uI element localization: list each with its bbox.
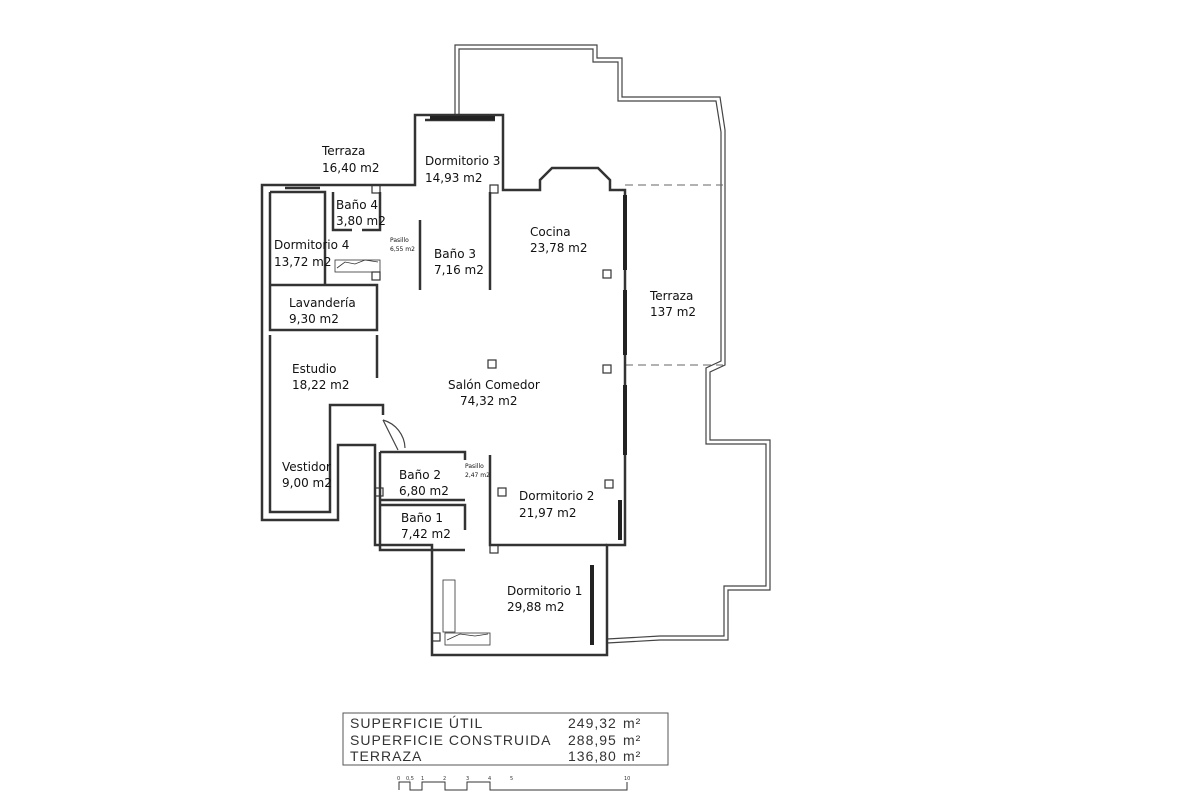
room-name: Dormitorio 4 bbox=[274, 238, 349, 252]
summary-value: 288,95 bbox=[568, 732, 617, 748]
room-area: 9,30 m2 bbox=[289, 312, 339, 326]
room-area: 14,93 m2 bbox=[425, 171, 483, 185]
scale-tick: 3 bbox=[466, 776, 469, 782]
room-name: Cocina bbox=[530, 225, 571, 239]
room-name: Pasillo bbox=[465, 463, 484, 470]
room-labels: Terraza 16,40 m2 Dormitorio 3 14,93 m2 B… bbox=[274, 144, 696, 614]
room-area: 137 m2 bbox=[650, 305, 696, 319]
summary-value: 136,80 bbox=[568, 748, 617, 764]
windows bbox=[430, 116, 627, 645]
room-name: Estudio bbox=[292, 362, 336, 376]
scale-tick: 0 bbox=[397, 776, 400, 782]
room-area: 29,88 m2 bbox=[507, 600, 565, 614]
room-name: Lavandería bbox=[289, 296, 356, 310]
room-name: Pasillo bbox=[390, 237, 409, 244]
summary-unit: m² bbox=[623, 732, 641, 748]
terrace-outline-inner bbox=[458, 48, 767, 640]
room-name: Salón Comedor bbox=[448, 378, 540, 392]
room-area: 18,22 m2 bbox=[292, 378, 350, 392]
scale-tick: 0,5 bbox=[406, 776, 414, 782]
door-swing bbox=[382, 419, 406, 451]
walls bbox=[260, 113, 627, 657]
room-area: 21,97 m2 bbox=[519, 506, 577, 520]
summary-value: 249,32 bbox=[568, 715, 617, 731]
scale-tick: 10 bbox=[624, 776, 630, 782]
room-area: 7,42 m2 bbox=[401, 527, 451, 541]
room-area: 13,72 m2 bbox=[274, 255, 332, 269]
room-name: Terraza bbox=[649, 289, 693, 303]
room-name: Vestidor bbox=[282, 460, 331, 474]
room-name: Dormitorio 2 bbox=[519, 489, 594, 503]
columns bbox=[371, 184, 614, 642]
summary-label: SUPERFICIE CONSTRUIDA bbox=[350, 732, 551, 748]
room-area: 16,40 m2 bbox=[322, 161, 380, 175]
room-name: Terraza bbox=[321, 144, 365, 158]
room-area: 6,80 m2 bbox=[399, 484, 449, 498]
room-area: 7,16 m2 bbox=[434, 263, 484, 277]
terrace-outline bbox=[454, 44, 771, 644]
scale-tick: 1 bbox=[421, 776, 424, 782]
room-name: Dormitorio 1 bbox=[507, 584, 582, 598]
room-name: Baño 3 bbox=[434, 247, 476, 261]
room-area: 2,47 m2 bbox=[465, 472, 490, 479]
room-area: 74,32 m2 bbox=[460, 394, 518, 408]
scale-tick: 2 bbox=[443, 776, 446, 782]
room-area: 9,00 m2 bbox=[282, 476, 332, 490]
room-area: 3,80 m2 bbox=[336, 214, 386, 228]
room-name: Baño 1 bbox=[401, 511, 443, 525]
summary-unit: m² bbox=[623, 715, 641, 731]
summary-label: TERRAZA bbox=[350, 748, 422, 764]
summary-label: SUPERFICIE ÚTIL bbox=[350, 715, 483, 731]
room-area: 23,78 m2 bbox=[530, 241, 588, 255]
room-name: Baño 2 bbox=[399, 468, 441, 482]
wardrobe bbox=[334, 259, 491, 646]
scale-bar: 0 0,5 1 2 3 4 5 10 bbox=[397, 776, 630, 791]
summary-unit: m² bbox=[623, 748, 641, 764]
room-area: 6,55 m2 bbox=[390, 246, 415, 253]
scale-tick: 5 bbox=[510, 776, 513, 782]
area-summary-table: SUPERFICIE ÚTIL 249,32 m² SUPERFICIE CON… bbox=[342, 712, 669, 766]
room-name: Baño 4 bbox=[336, 198, 378, 212]
room-name: Dormitorio 3 bbox=[425, 154, 500, 168]
scale-tick: 4 bbox=[488, 776, 491, 782]
